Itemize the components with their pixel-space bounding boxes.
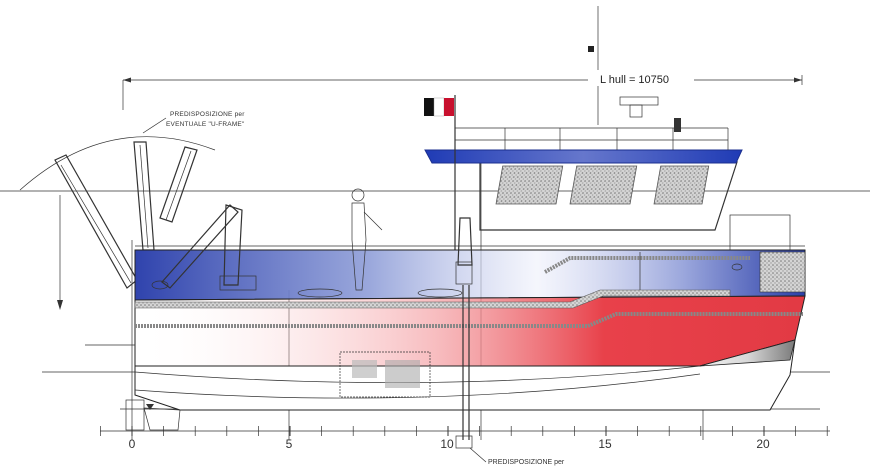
lower-note-line1: PREDISPOSIZIONE per xyxy=(488,459,565,466)
gravel-band-upper xyxy=(134,289,731,309)
wheelhouse xyxy=(424,96,791,251)
crew-figure xyxy=(351,188,383,291)
deck-crane xyxy=(161,204,257,291)
flag-stripe-2 xyxy=(433,97,445,117)
wheelhouse-roof xyxy=(424,149,743,164)
u-frame-note-line1: PREDISPOSIZIONE per xyxy=(170,111,245,118)
gravel-band-lower xyxy=(135,312,803,328)
wheelhouse-window-2 xyxy=(569,165,638,205)
u-frame-note-line2: EVENTUALE "U-FRAME" xyxy=(166,121,245,128)
hull xyxy=(85,245,806,411)
scale-label-15: 15 xyxy=(598,437,612,451)
flag-stripe-3 xyxy=(444,98,454,116)
hull-length-label: L hull = 10750 xyxy=(600,74,669,86)
u-frame-swing-arc xyxy=(19,136,216,191)
lower-note: PREDISPOSIZIONE per xyxy=(469,447,565,466)
hull-length-dimension: L hull = 10750 xyxy=(122,70,803,110)
mast xyxy=(424,46,594,250)
scale-label-10: 10 xyxy=(440,437,454,451)
scale-rule: 0 5 10 15 20 xyxy=(100,426,830,451)
scale-label-0: 0 xyxy=(129,437,136,451)
transom-grille xyxy=(759,251,806,293)
propeller-rudder xyxy=(125,399,181,431)
wheelhouse-window-3 xyxy=(653,165,710,205)
scale-label-5: 5 xyxy=(286,437,293,451)
flag-stripe-1 xyxy=(424,98,434,116)
exhaust-stack xyxy=(455,217,473,449)
engine xyxy=(339,351,431,398)
scale-label-20: 20 xyxy=(756,437,770,451)
wheelhouse-window-1 xyxy=(495,165,564,205)
gravel-band-sheer xyxy=(544,256,750,274)
u-frame-note: PREDISPOSIZIONE per EVENTUALE "U-FRAME" xyxy=(142,111,245,134)
